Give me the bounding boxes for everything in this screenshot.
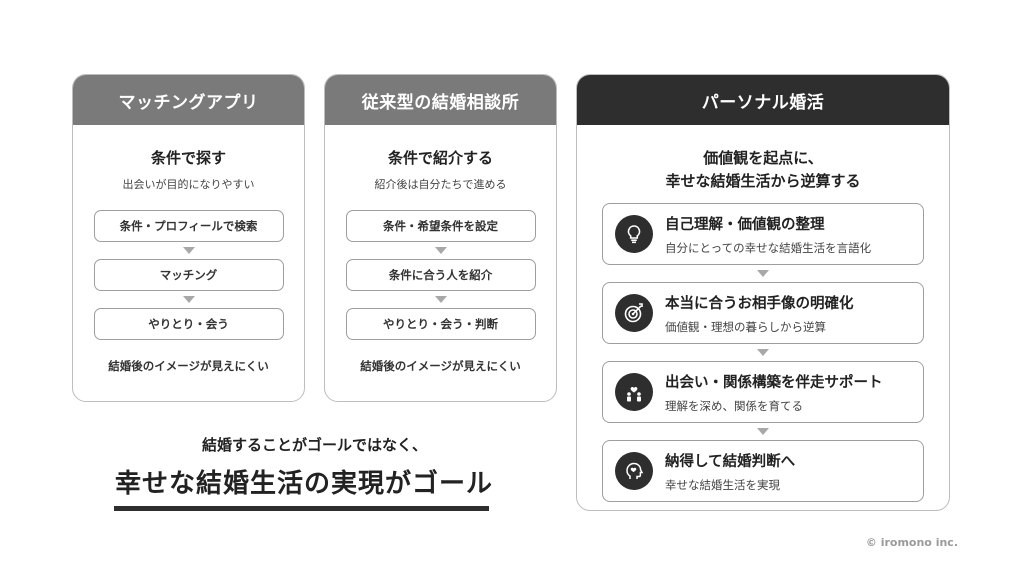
- traditional-agency-step-2: 条件に合う人を紹介: [345, 259, 536, 291]
- traditional-agency-subtitle: 条件で紹介する: [387, 149, 493, 167]
- down-arrow-icon: [434, 296, 447, 303]
- personal-konkatsu-header: パーソナル婚活: [577, 75, 949, 125]
- down-arrow-icon: [757, 349, 769, 356]
- down-arrow-icon: [182, 296, 195, 303]
- feature-2-desc: 価値観・理想の暮らしから逆算: [665, 319, 826, 334]
- feature-1-desc: 自分にとっての幸せな結婚生活を言語化: [665, 240, 872, 255]
- head-heart-icon: [615, 452, 653, 490]
- goal-statement-line-2: 幸せな結婚生活の実現がゴール: [114, 469, 493, 499]
- matching-app-header: マッチングアプリ: [73, 75, 304, 125]
- feature-4-desc: 幸せな結婚生活を実現: [665, 477, 780, 492]
- matching-app-description: 出会いが目的になりやすい: [122, 178, 255, 191]
- traditional-agency-description: 紹介後は自分たちで進める: [374, 178, 507, 191]
- feature-4-title: 納得して結婚判断へ: [665, 453, 796, 470]
- couple-heart-icon: [615, 373, 653, 411]
- personal-konkatsu-card: パーソナル婚活 価値観を起点に、 幸せな結婚生活から逆算する 自己理解・価値観の…: [576, 74, 950, 511]
- matching-app-step-2: マッチング: [93, 259, 284, 291]
- feature-1-title: 自己理解・価値観の整理: [665, 216, 825, 233]
- down-arrow-icon: [182, 247, 195, 254]
- matching-app-card: マッチングアプリ 条件で探す 出会いが目的になりやすい 条件・プロフィールで検索…: [72, 74, 305, 402]
- matching-app-result: 結婚後のイメージが見えにくい: [108, 359, 269, 373]
- feature-self-understanding: 自己理解・価値観の整理 自分にとっての幸せな結婚生活を言語化: [602, 203, 924, 265]
- feature-3-desc: 理解を深め、関係を育てる: [665, 398, 803, 413]
- down-arrow-icon: [434, 247, 447, 254]
- traditional-agency-result: 結婚後のイメージが見えにくい: [360, 359, 521, 373]
- matching-app-subtitle: 条件で探す: [150, 149, 226, 167]
- copyright: © iromono inc.: [865, 536, 958, 549]
- personal-lead: 価値観を起点に、 幸せな結婚生活から逆算する: [665, 147, 860, 193]
- down-arrow-icon: [757, 270, 769, 277]
- lightbulb-icon: [615, 215, 653, 253]
- traditional-agency-card: 従来型の結婚相談所 条件で紹介する 紹介後は自分たちで進める 条件・希望条件を設…: [324, 74, 557, 402]
- traditional-agency-header: 従来型の結婚相談所: [325, 75, 556, 125]
- feature-partner-image: 本当に合うお相手像の明確化 価値観・理想の暮らしから逆算: [602, 282, 924, 344]
- goal-statement-line-1: 結婚することがゴールではなく、: [201, 436, 427, 454]
- feature-2-title: 本当に合うお相手像の明確化: [665, 295, 854, 312]
- matching-app-step-3: やりとり・会う: [93, 308, 284, 340]
- matching-app-step-1: 条件・プロフィールで検索: [93, 210, 284, 242]
- feature-support: 出会い・関係構築を伴走サポート 理解を深め、関係を育てる: [602, 361, 924, 423]
- feature-decision: 納得して結婚判断へ 幸せな結婚生活を実現: [602, 440, 924, 502]
- target-icon: [615, 294, 653, 332]
- down-arrow-icon: [757, 428, 769, 435]
- personal-lead-line-2: 幸せな結婚生活から逆算する: [665, 172, 861, 190]
- traditional-agency-step-1: 条件・希望条件を設定: [345, 210, 536, 242]
- goal-underline: [114, 506, 489, 511]
- traditional-agency-step-3: やりとり・会う・判断: [345, 308, 536, 340]
- personal-lead-line-1: 価値観を起点に、: [703, 149, 823, 167]
- feature-3-title: 出会い・関係構築を伴走サポート: [665, 374, 883, 391]
